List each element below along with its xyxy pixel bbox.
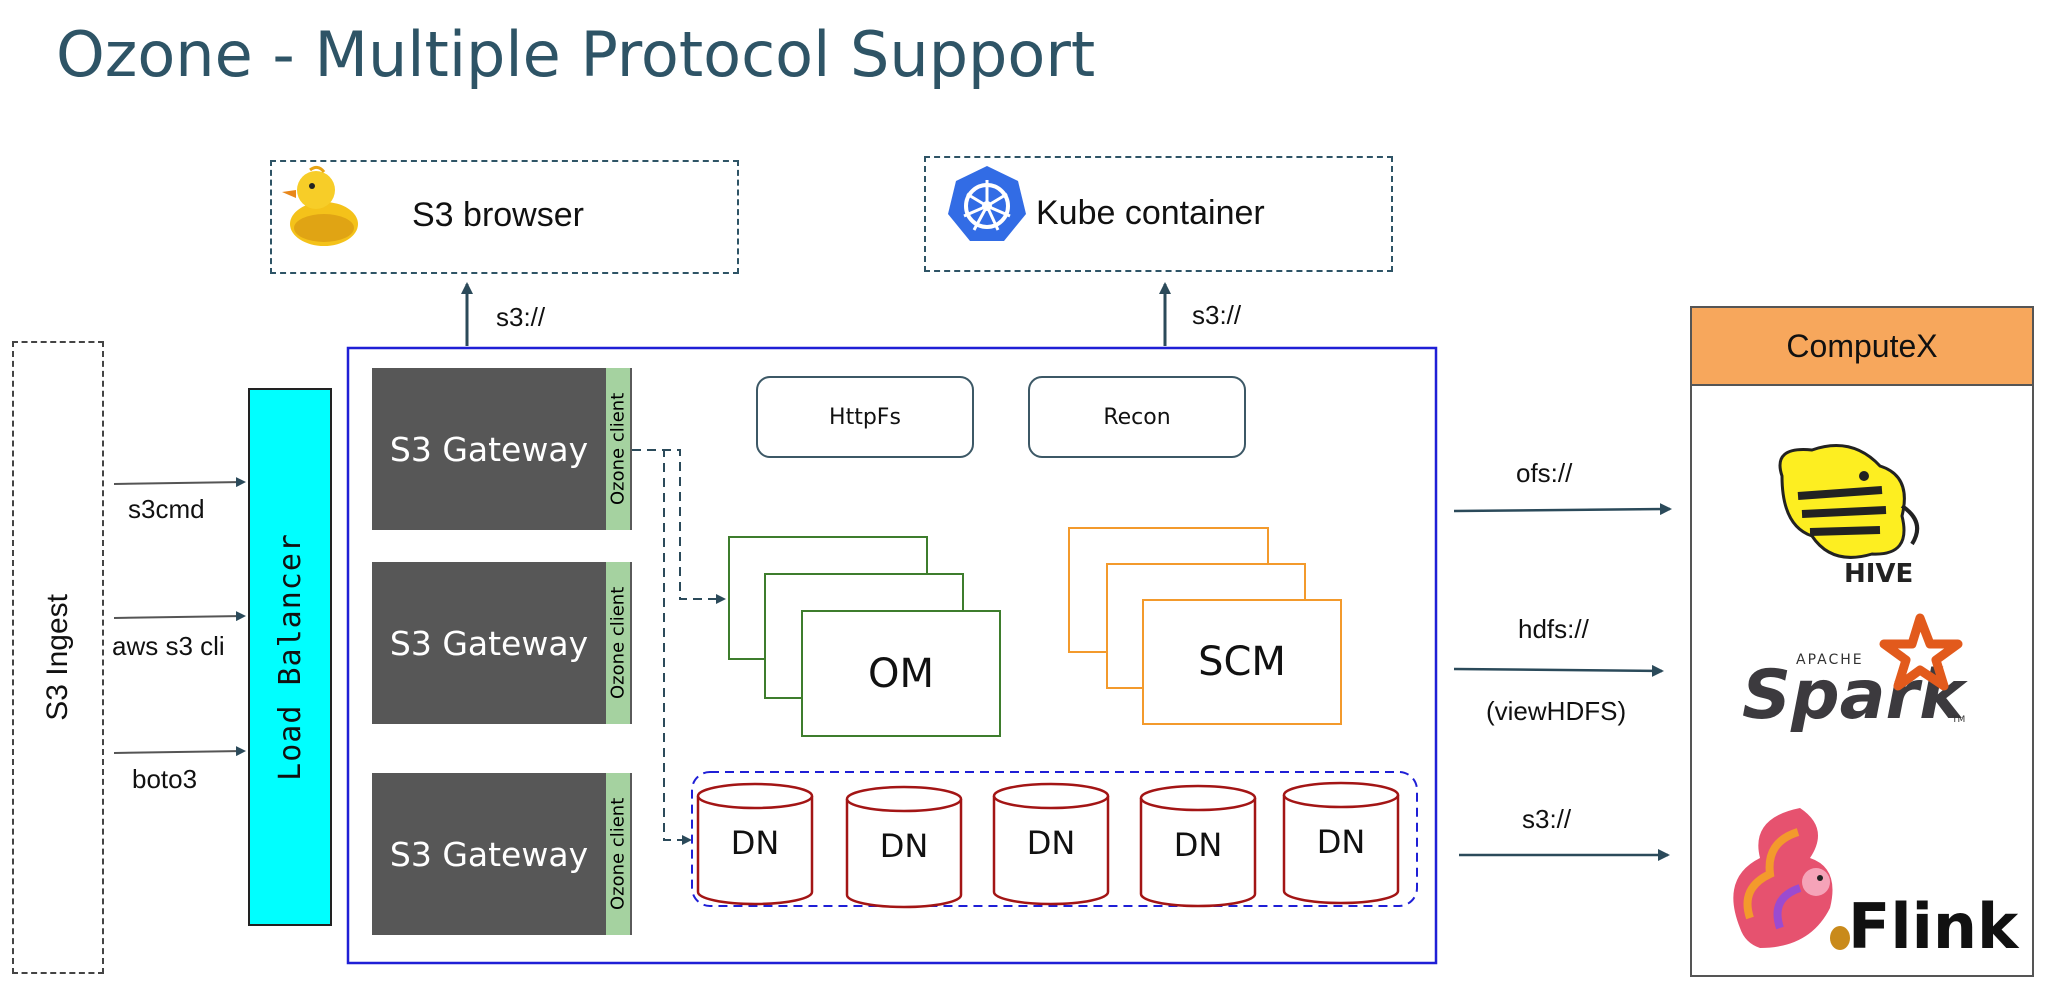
datanode-1: [696, 782, 814, 906]
ozone-client-2-label: Ozone client: [607, 586, 629, 700]
scm-label: SCM: [1198, 639, 1286, 685]
kubernetes-wheel-icon: [948, 166, 1026, 241]
spark-logo-icon: APACHE Spark TM: [1742, 613, 1968, 735]
om-label: OM: [868, 650, 934, 697]
arrow-aws-s3-cli: [113, 611, 246, 622]
dashed-to-dn: [632, 449, 692, 845]
ozone-client-3: Ozone client: [606, 773, 632, 935]
datanode-5-label: DN: [1316, 823, 1366, 861]
datanode-3: [992, 782, 1110, 906]
ozone-client-2: Ozone client: [606, 562, 632, 724]
datanode-cylinders: [696, 781, 1400, 909]
s3-gateway-1-label: S3 Gateway: [389, 429, 589, 469]
ozone-client-1: Ozone client: [606, 368, 632, 530]
dashed-to-om: [632, 449, 726, 604]
datanode-2: [845, 785, 963, 909]
computex-title: ComputeX: [1786, 327, 1938, 364]
protocol-hdfs: hdfs://: [1518, 614, 1589, 644]
arrow-boto3: [113, 746, 246, 757]
s3-gateway-2-label: S3 Gateway: [389, 623, 589, 663]
datanode-group-border: [691, 771, 1418, 907]
datanode-4-label: DN: [1173, 826, 1223, 864]
duck-icon: [282, 165, 358, 246]
datanode-3-label: DN: [1026, 824, 1076, 862]
ozone-client-3-label: Ozone client: [607, 797, 629, 911]
recon-label: Recon: [1103, 404, 1171, 430]
spark-apache-text: APACHE: [1796, 652, 1864, 668]
s3-gateway-3: S3 Gateway: [372, 773, 606, 935]
arrow-s3cmd: [113, 477, 246, 488]
spark-text: Spark: [1742, 656, 1968, 735]
protocol-s3-compute: s3://: [1522, 804, 1572, 834]
hive-text: HIVE: [1844, 559, 1913, 586]
s3-ingest-box: S3 Ingest: [12, 341, 104, 974]
arrow-hdfs: [1453, 664, 1664, 677]
load-balancer: Load Balancer: [248, 388, 332, 926]
protocol-s3-browser: s3://: [496, 302, 546, 332]
arrow-ofs: [1453, 503, 1672, 516]
datanode-1-label: DN: [730, 824, 780, 862]
datanode-4: [1139, 784, 1257, 908]
computex-header: ComputeX: [1692, 308, 2032, 386]
load-balancer-label: Load Balancer: [272, 533, 308, 781]
ozone-client-1-label: Ozone client: [607, 392, 629, 506]
httpfs-label: HttpFs: [829, 404, 901, 430]
spark-tm-text: TM: [1951, 715, 1965, 725]
s3-ingest-label: S3 Ingest: [41, 594, 74, 721]
om-box: OM: [801, 610, 1001, 737]
s3-gateway-2: S3 Gateway: [372, 562, 606, 724]
flink-text: Flink: [1848, 890, 2020, 963]
flink-logo-icon: Flink: [1733, 808, 2020, 963]
kube-container-box: Kube container: [924, 156, 1393, 272]
s3-browser-label: S3 browser: [412, 196, 584, 234]
httpfs-box: HttpFs: [756, 376, 974, 458]
protocol-ofs: ofs://: [1516, 458, 1573, 488]
client-s3cmd: s3cmd: [128, 494, 205, 524]
recon-box: Recon: [1028, 376, 1246, 458]
s3-gateway-3-label: S3 Gateway: [389, 834, 589, 874]
hive-logo-icon: HIVE: [1778, 444, 1920, 586]
ozone-cluster-border: [346, 346, 1438, 965]
client-aws-s3-cli: aws s3 cli: [112, 631, 225, 661]
protocol-viewhdfs: (viewHDFS): [1486, 696, 1627, 726]
s3-gateway-1: S3 Gateway: [372, 368, 606, 530]
kube-container-label: Kube container: [1036, 194, 1265, 232]
datanode-5: [1282, 781, 1400, 905]
protocol-s3-kube: s3://: [1192, 300, 1242, 330]
s3-browser-box: S3 browser: [270, 160, 739, 274]
client-boto3: boto3: [132, 764, 198, 794]
scm-box: SCM: [1142, 599, 1342, 725]
datanode-2-label: DN: [879, 827, 929, 865]
computex-box: ComputeX HIVE APACHE Spark TM Flink: [1690, 306, 2034, 977]
page-title: Ozone - Multiple Protocol Support: [56, 18, 1096, 91]
